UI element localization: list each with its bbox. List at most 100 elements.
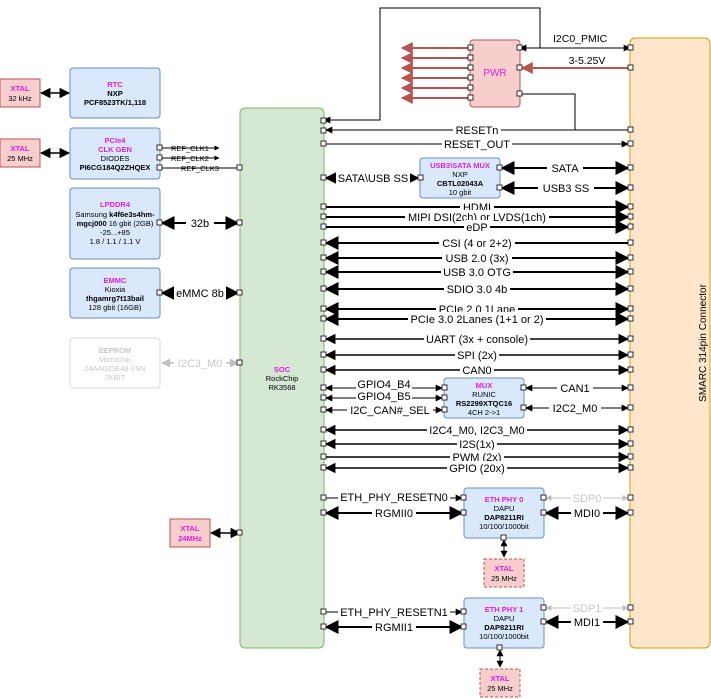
emmc-part: thgamrg7t13bail [86,294,144,303]
pwr-block [469,39,521,108]
clkgen-title2: CLK GEN [98,145,132,154]
signal-labels: I2C0_PMIC 3-5.25V REF_CLK1 REF_CLK2 REF_… [171,33,608,634]
emmc-size: 128 gbit (16GB) [89,303,142,312]
phy1-reset-label: ETH_PHY_RESETN1 [340,607,448,619]
i2s-label: I2S(1x) [459,439,494,451]
xtal-phy1 [479,668,521,698]
xtal-clk [0,138,41,168]
can0-label: CAN0 [462,365,491,377]
xtal-soc [169,518,211,548]
xtal-clk-freq: 25 MHz [7,154,33,163]
xtal-rtc-title: XTAL [10,84,29,93]
soc-part: RK3568 [268,383,295,392]
mdi1-label: MDI1 [574,617,600,629]
emmc-bus-label: eMMC 8b [176,288,224,300]
eeprom-title: EEPROM [99,346,132,355]
xtal-soc-freq: 24MHz [178,534,202,543]
usbmux-title: USB3\SATA MUX [430,161,490,170]
lpddr4-line4: 1.8 / 1.1 / 1.1 V [90,237,141,246]
xtal-phy0-freq: 25 MHz [491,574,517,583]
gpio4b5-label: GPIO4_B5 [357,391,410,403]
connector-label: SMARC 314pin Connector [698,283,709,402]
pwr-title: PWR [483,68,506,79]
rgmii1-label: RGMII1 [375,622,413,634]
mux-title: MUX [476,381,493,390]
mux-desc: 4CH 2->1 [468,408,500,417]
can1-label: CAN1 [560,383,589,395]
eeprom-bus-label: I2C3_M0 [178,358,223,370]
mipi-label: MIPI DSI(2ch) or LVDS(1ch) [408,212,546,224]
usbmux-part: CBTL02043A [437,179,484,188]
xtal-rtc [0,78,41,108]
clkgen-vendor: DIODES [101,154,130,163]
phy0-vendor: DAPU [494,504,515,513]
sata-label: SATA [551,163,579,175]
ref-clk1-label: REF_CLK1 [171,144,209,153]
pcie3-label: PCIe 3.0 2Lanes (1+1 or 2) [411,314,544,326]
phy1-part: DAP8211RI [484,623,524,632]
i2c0-label: I2C0_PMIC [553,33,608,45]
phy1-title: ETH PHY 1 [485,605,524,614]
pwr-reset-line [520,93,576,130]
xtal-phy0 [483,558,525,588]
emmc-title: EMMC [104,276,127,285]
gpio4b4-label: GPIO4_B4 [357,379,410,391]
phy0-title: ETH PHY 0 [485,495,524,504]
xtal-phy1-freq: 25 MHz [487,684,513,693]
rtc-part: PCF8523TK/1,118 [84,98,146,107]
reset-n-label: RESETn [456,125,499,137]
ref-clk3-label: REF_CLK3 [181,164,219,173]
eeprom-vendor: Microchip [99,355,131,364]
usb3ss-label: USB3 SS [543,183,589,195]
sdio-label: SDIO 3.0 4b [447,284,508,296]
usbmux-vendor: NXP [452,170,467,179]
lpddr4-line1: Samsung k4f6e3s4hm- [75,210,155,219]
edp-label: eDP [466,222,487,234]
mux-part: RS2299XTQC16 [456,399,512,408]
eeprom-size: 2KBIT [105,373,126,382]
ref-clk2-label: REF_CLK2 [171,154,209,163]
mux-vendor: RUNIC [472,390,496,399]
emmc-vendor: Kioxia [105,285,126,294]
usb2-label: USB 2.0 (3x) [446,253,509,265]
soc-vendor: RockChip [266,374,299,383]
phy1-speed: 10/100/1000bit [479,632,530,641]
lpddr4-line3: -25...+85 [100,228,130,237]
soc-block [239,107,325,649]
xtal-clk-title: XTAL [10,144,29,153]
rtc-vendor: NXP [107,89,122,98]
usbmux-speed: 10 gbit [449,188,472,197]
phy0-speed: 10/100/1000bit [479,522,530,531]
soc-title: SOC [274,365,291,374]
mdi0-label: MDI0 [574,508,600,520]
rtc-title: RTC [107,80,123,89]
phy1-vendor: DAPU [494,614,515,623]
eeprom-block [69,337,161,389]
csi-label: CSI (4 or 2+2) [442,238,511,250]
i2c-can-sel-label: I2C_CAN#_SEL [350,405,430,417]
clkgen-part: PI6CG184Q2ZHQEX [80,163,151,172]
sata-usb-ss-label: SATA\USB SS [338,173,409,185]
spi-label: SPI (2x) [457,350,497,362]
xtal-phy1-title: XTAL [490,674,509,683]
phy0-part: DAP8211RI [484,513,524,522]
rgmii0-label: RGMII0 [375,508,413,520]
clkgen-title1: PCIe4 [105,136,127,145]
sdp0-label: SDP0 [573,493,602,505]
eeprom-part: 24AA025E48-I/SN [84,364,145,373]
uart-label: UART (3x + console) [426,334,528,346]
reset-out-label: RESET_OUT [444,139,510,151]
xtal-phy0-title: XTAL [494,564,513,573]
phy0-reset-label: ETH_PHY_RESETN0 [340,492,448,504]
xtal-rtc-freq: 32 kHz [8,94,32,103]
sdp1-label: SDP1 [573,603,602,615]
gpio-label: GPIO (20x) [449,463,505,475]
xtal-soc-title: XTAL [180,524,199,533]
vin-label: 3-5.25V [569,55,606,67]
i2c4-label: I2C4_M0, I2C3_M0 [429,425,524,437]
lpddr4-bus-label: 32b [191,218,209,230]
port-markers [156,44,634,651]
smarc-connector [629,37,711,649]
lpddr4-line2: mgcj000 16 gbit (2GB) [77,219,154,228]
